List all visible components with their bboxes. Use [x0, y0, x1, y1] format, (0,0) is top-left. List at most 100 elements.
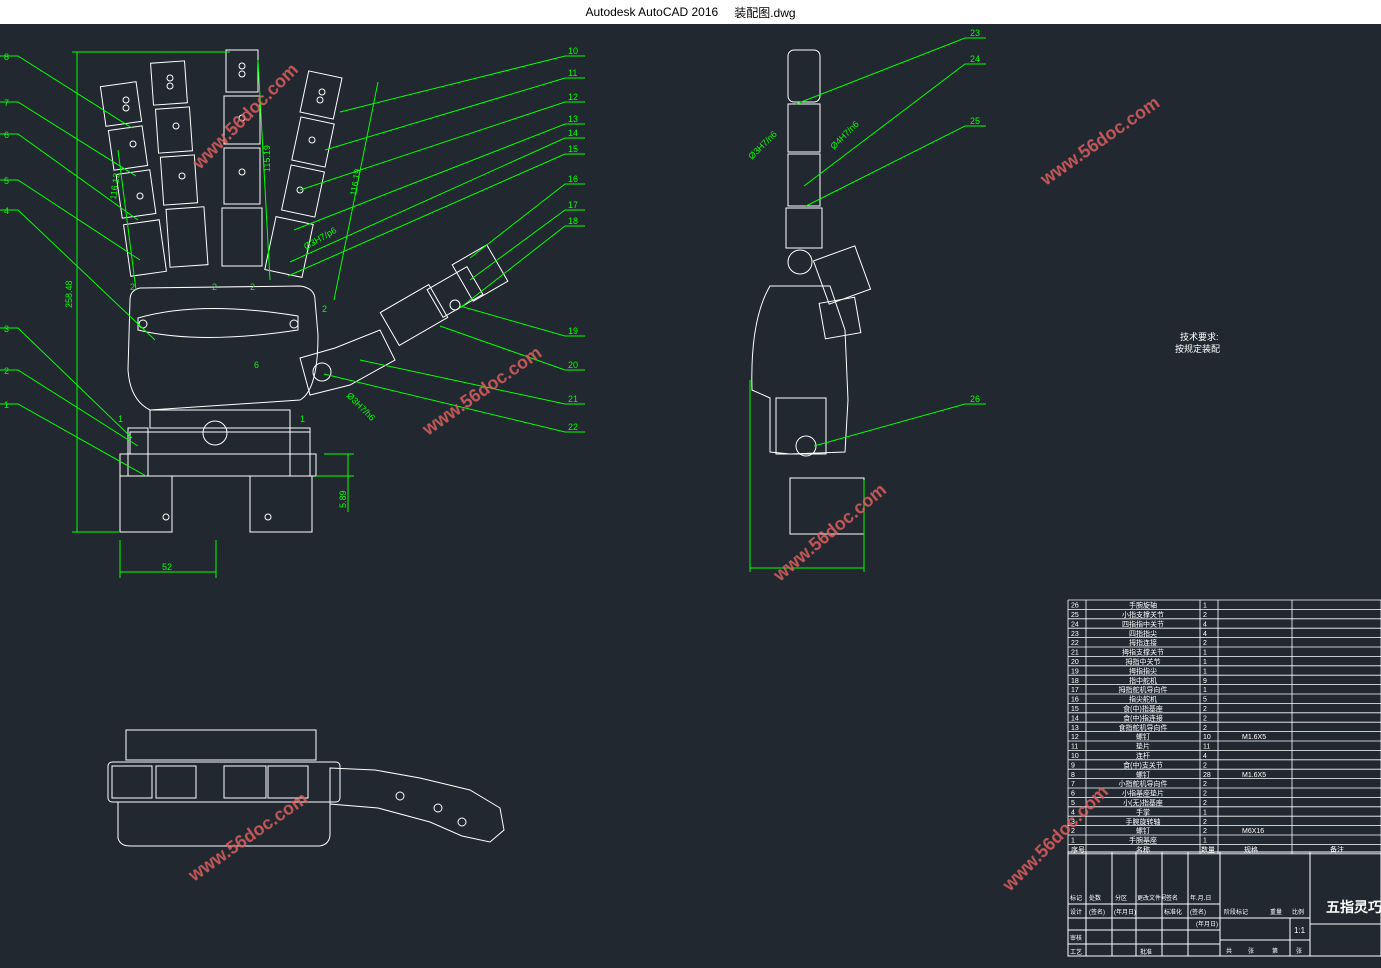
bom-cell-name: 手腕旋转轴	[1126, 817, 1161, 826]
callout-11: 11	[568, 68, 577, 78]
callout-25: 25	[970, 116, 980, 126]
bom-cell-no: 1	[1071, 838, 1075, 845]
tech-note-body: 按规定装配	[1175, 343, 1220, 354]
watermark: www.56doc.com	[769, 480, 890, 586]
callout-8: 8	[4, 52, 9, 62]
side-view	[751, 49, 872, 535]
callout-21: 21	[568, 394, 578, 404]
bom-cell-spec: M1.6X5	[1242, 772, 1266, 779]
callout-5: 5	[4, 176, 9, 186]
tb-label-6: 设计	[1070, 908, 1082, 916]
bom-cell-qty: 1	[1203, 809, 1207, 816]
bom-cell-name: 手腕旋轴	[1129, 601, 1157, 610]
drawing-scale: 1:1	[1294, 926, 1306, 935]
bom-cell-no: 24	[1071, 621, 1079, 628]
bom-cell-no: 11	[1071, 744, 1078, 751]
bom-cell-no: 5	[1071, 800, 1075, 807]
callout-6: 6	[4, 130, 9, 140]
bom-cell-no: 12	[1071, 734, 1079, 741]
dim-middle-finger: 115.19	[262, 145, 272, 172]
window-titlebar: Autodesk AutoCAD 2016 装配图.dwg	[0, 0, 1381, 24]
bom-cell-qty: 2	[1203, 791, 1207, 798]
bom-header-qty: 数量	[1201, 845, 1215, 854]
bom-cell-qty: 1	[1203, 687, 1207, 694]
bom-cell-qty: 4	[1203, 631, 1207, 638]
front-view-labels: 258.48 52 5.89 116.12 115.19 116.19 Ø3H7…	[4, 46, 578, 572]
bom-cell-spec: M6X16	[1242, 828, 1264, 835]
tb-label-15: 阶段标记	[1224, 908, 1248, 916]
title-block	[1067, 851, 1381, 957]
callout-23: 23	[970, 28, 980, 38]
bom-cell-no: 13	[1071, 725, 1079, 732]
small-label-2b: 2	[212, 282, 217, 292]
bom-cell-no: 9	[1071, 762, 1075, 769]
tech-note-title: 技术要求:	[1180, 331, 1219, 342]
tb-label-17: 比例	[1292, 908, 1304, 916]
side-view-labels: 23 24 25 26 Ø3H7/n6 Ø4H7/n6	[746, 28, 980, 404]
tech-note: 技术要求: 按规定装配	[1175, 331, 1220, 354]
bom-cell-no: 22	[1071, 640, 1079, 647]
bom-cell-qty: 28	[1203, 772, 1211, 779]
tb-label-13: 工艺	[1070, 948, 1082, 956]
fit-index-joint: Ø3H7/p6	[302, 225, 338, 252]
callout-24: 24	[970, 54, 980, 64]
bom-cell-no: 10	[1071, 753, 1079, 760]
tb-label-3: 更改文件号	[1137, 894, 1167, 902]
bom-cell-qty: 1	[1203, 838, 1207, 845]
tb-label-14: 批准	[1140, 948, 1152, 956]
callout-7: 7	[4, 98, 9, 108]
bom-cell-no: 19	[1071, 668, 1079, 675]
bom-header-no: 序号	[1071, 845, 1085, 854]
bom-cell-qty: 1	[1203, 659, 1207, 666]
fit-side-1: Ø3H7/n6	[746, 129, 779, 162]
callout-17: 17	[568, 200, 578, 210]
small-label-1b: 1	[300, 414, 305, 424]
palm-outline	[127, 285, 319, 411]
bom-cell-qty: 2	[1203, 715, 1207, 722]
front-view	[99, 49, 509, 533]
bom-cell-qty: 2	[1203, 819, 1207, 826]
bom-cell-name: 连杆	[1136, 751, 1150, 760]
tb-label-20: 第	[1272, 947, 1278, 955]
bom-cell-name: 螺钉	[1136, 826, 1150, 835]
tb-label-5: 年.月.日	[1190, 894, 1211, 902]
bom-cell-qty: 1	[1203, 603, 1207, 610]
front-view-annotations	[0, 51, 585, 578]
top-view	[107, 729, 505, 847]
bom-cell-qty: 1	[1203, 650, 1207, 657]
tb-label-0: 标记	[1070, 894, 1082, 902]
callout-22: 22	[568, 422, 578, 432]
dim-overall-height: 258.48	[64, 280, 74, 308]
file-name: 装配图.dwg	[734, 5, 796, 20]
drawing-title: 五指灵巧手	[1326, 899, 1381, 915]
tb-label-21: 张	[1296, 947, 1302, 955]
watermark: www.56doc.com	[418, 342, 545, 439]
tb-label-7: (签名)	[1089, 908, 1105, 916]
bom-cell-qty: 2	[1203, 612, 1207, 619]
dim-base-height: 5.89	[338, 490, 348, 508]
bom-cell-qty: 2	[1203, 725, 1207, 732]
small-label-2a: 2	[130, 282, 135, 292]
small-label-2d: 2	[322, 304, 327, 314]
tb-label-11: (年月日)	[1196, 920, 1218, 928]
bom-cell-no: 3	[1071, 819, 1075, 826]
callout-10: 10	[568, 46, 578, 56]
bom-cell-name: 小(无)指基座	[1123, 798, 1163, 807]
bom-cell-spec: M1.6X5	[1242, 734, 1266, 741]
tb-label-18: 共	[1226, 947, 1232, 955]
bom-cell-name: 拇指指尖	[1129, 666, 1157, 675]
tb-label-1: 处数	[1089, 894, 1101, 902]
small-label-1a: 1	[118, 414, 123, 424]
bom-cell-no: 20	[1071, 659, 1079, 666]
drawing-canvas[interactable]: 258.48 52 5.89 116.12 115.19 116.19 Ø3H7…	[0, 24, 1381, 963]
watermark: www.56doc.com	[998, 781, 1112, 895]
bom-cell-no: 21	[1071, 650, 1079, 657]
bom-cell-qty: 4	[1203, 753, 1207, 760]
watermark: www.56doc.com	[1036, 92, 1163, 189]
tb-label-2: 分区	[1115, 894, 1127, 902]
bom-cell-no: 17	[1071, 687, 1079, 694]
index-finger	[264, 70, 343, 278]
bom-cell-no: 2	[1071, 828, 1075, 835]
bom-cell-name: 小指支撑关节	[1122, 610, 1164, 619]
